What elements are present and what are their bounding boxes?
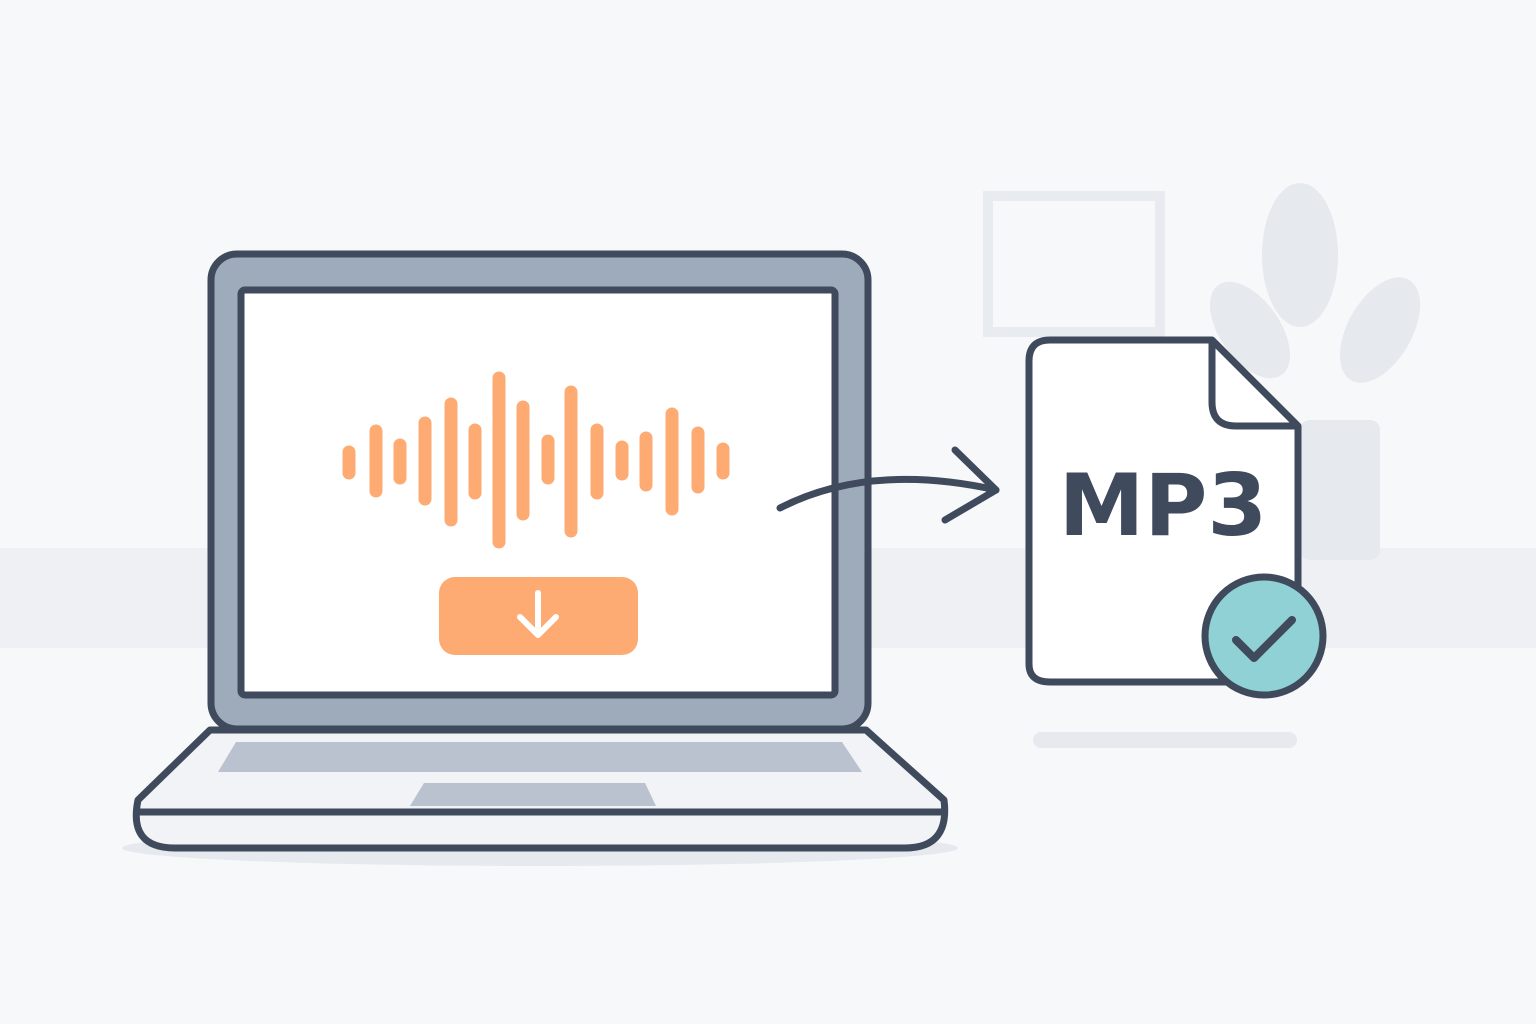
file-format-label: MP3: [1059, 456, 1267, 556]
laptop-trackpad: [410, 783, 656, 806]
status-badge: [1201, 573, 1327, 699]
background-picture-frame: [983, 191, 1165, 337]
background-plant: [1210, 183, 1421, 560]
audio-waveform-icon: [342, 371, 730, 549]
curved-arrow-right-icon: [776, 446, 1000, 524]
laptop-screen: [237, 286, 839, 699]
download-button[interactable]: [439, 577, 638, 655]
file-fold-corner: [1208, 340, 1298, 430]
check-icon: [1232, 616, 1296, 662]
file-shadow: [1033, 732, 1297, 748]
arrow-down-icon: [517, 590, 559, 638]
laptop: [132, 250, 949, 852]
laptop-keyboard: [218, 742, 862, 772]
check-badge-circle: [1201, 573, 1327, 699]
